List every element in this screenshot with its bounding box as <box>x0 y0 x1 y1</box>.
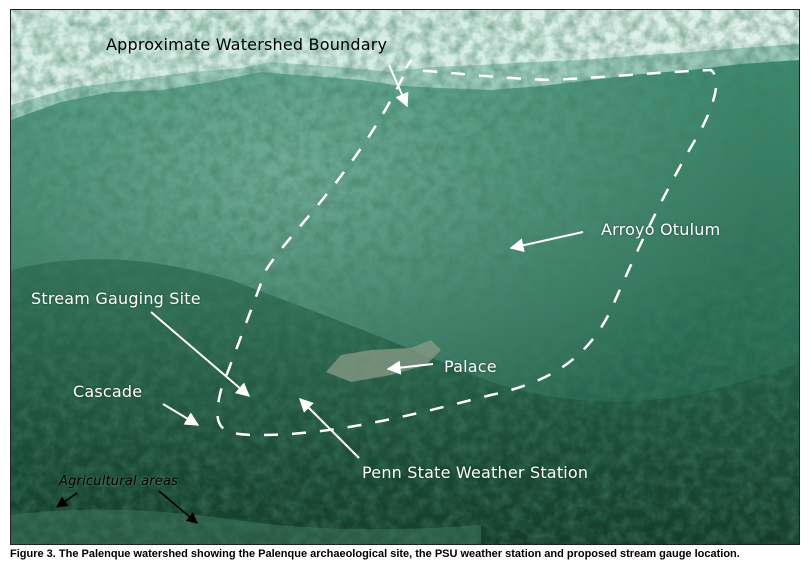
label-weather-station: Penn State Weather Station <box>362 463 589 482</box>
watershed-photo <box>11 10 799 544</box>
arroyo-arrow <box>509 231 584 253</box>
palace-ruins <box>326 340 441 382</box>
weather-station-arrow <box>299 398 360 459</box>
agricultural-arrow-right <box>158 490 198 524</box>
agricultural-arrow-left <box>56 492 78 508</box>
cascade-arrow <box>162 403 200 426</box>
palace-arrow <box>386 360 434 375</box>
gauging-arrow <box>150 311 251 397</box>
boundary-arrow <box>388 64 409 108</box>
label-arroyo-otulum: Arroyo Otulum <box>601 220 721 239</box>
label-stream-gauging-site: Stream Gauging Site <box>31 289 201 308</box>
label-cascade: Cascade <box>73 382 143 401</box>
label-watershed-boundary: Approximate Watershed Boundary <box>106 35 388 54</box>
label-agricultural-areas: Agricultural areas <box>59 474 179 489</box>
watershed-boundary-line <box>216 59 718 437</box>
figure-caption: Figure 3. The Palenque watershed showing… <box>10 548 740 560</box>
photo-figure: Approximate Watershed Boundary Arroyo Ot… <box>10 9 800 545</box>
agricultural-clearing <box>11 509 481 544</box>
label-palace: Palace <box>444 357 497 376</box>
